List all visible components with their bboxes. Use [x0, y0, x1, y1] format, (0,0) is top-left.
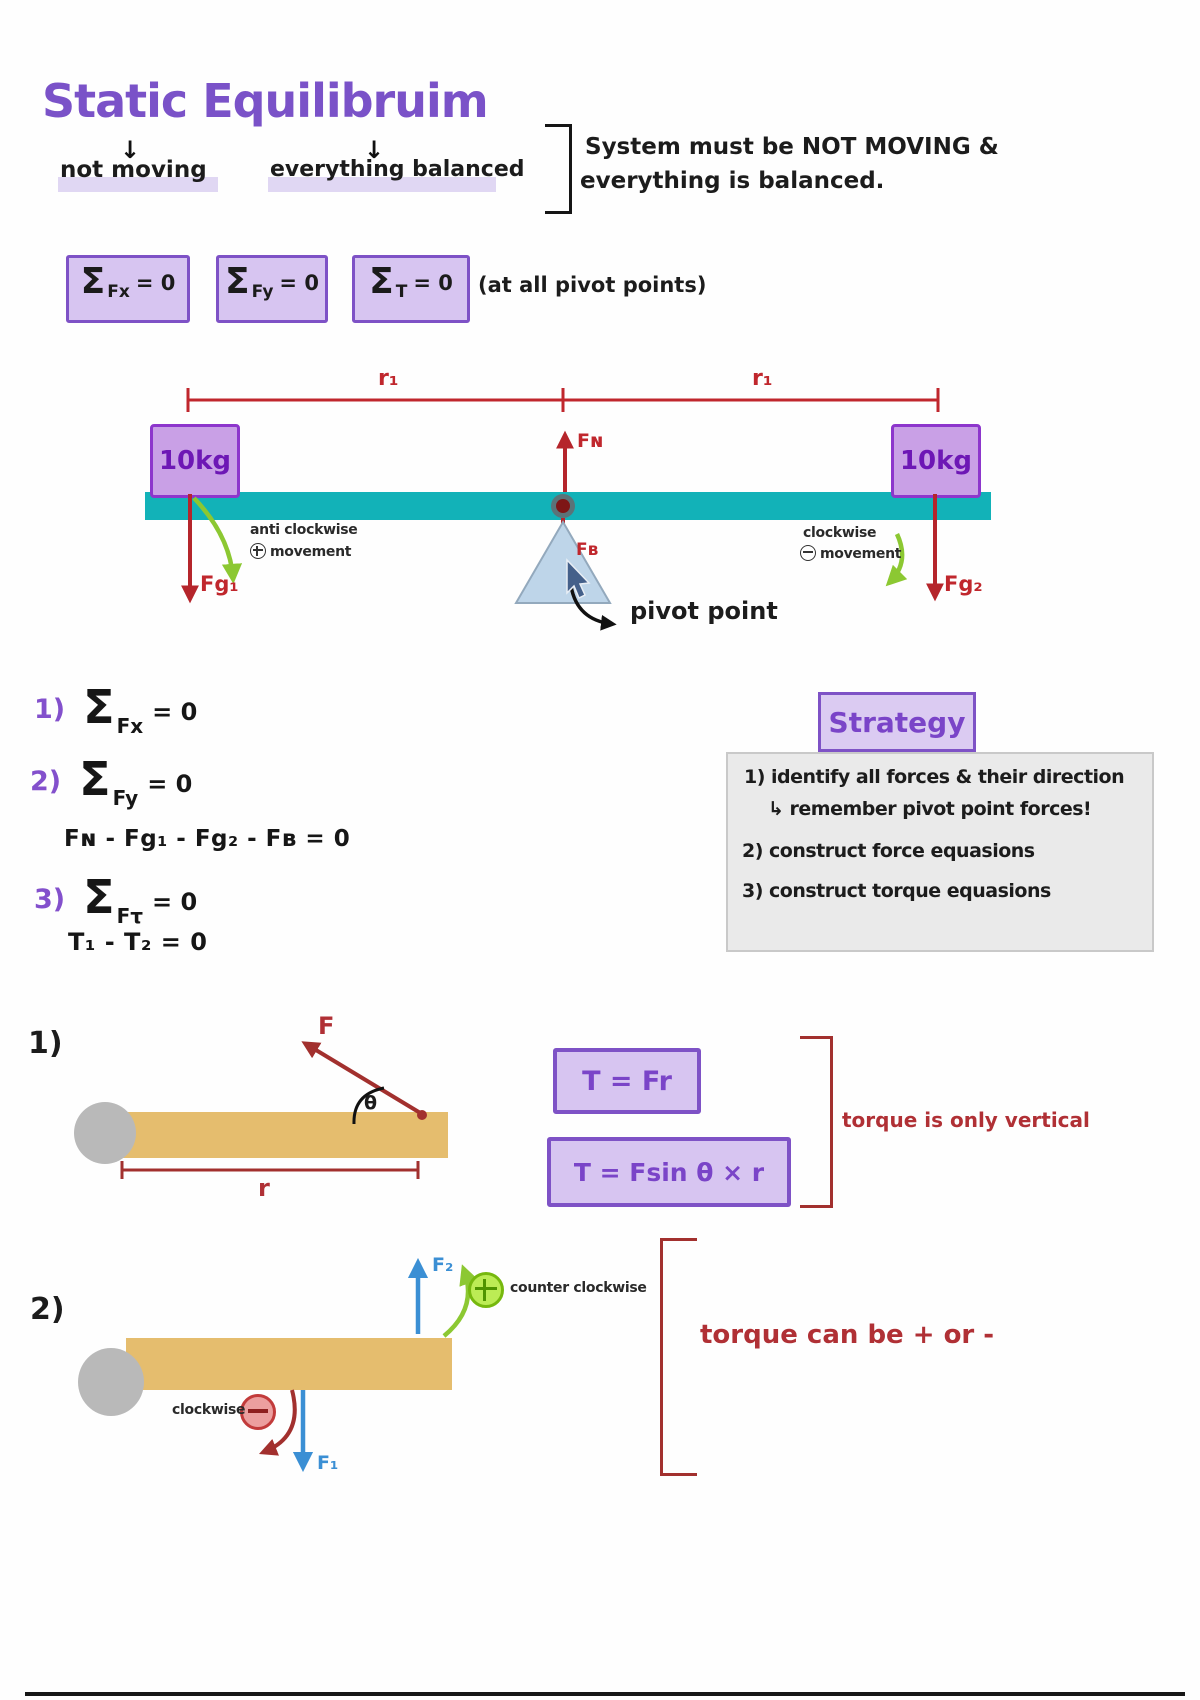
equation-1: 1) Σ Fx = 0 [34, 684, 197, 738]
sigma-subscript: Fτ [116, 904, 144, 928]
equation-number: 1) [34, 694, 66, 725]
strategy-step-3: 3) construct torque equasions [742, 880, 1051, 902]
clockwise-movement: movement [800, 543, 901, 562]
sigma-symbol: Σ [79, 752, 111, 806]
equals-zero: = 0 [152, 888, 198, 916]
counter-clockwise-label: counter clockwise [510, 1280, 647, 1296]
equals-zero: = 0 [135, 271, 176, 295]
equals-zero: = 0 [413, 271, 453, 295]
sigma-symbol: Σ [225, 261, 250, 302]
anti-clockwise-label: anti clockwise [250, 522, 358, 538]
sigma-subscript: Fy [112, 786, 139, 810]
equation-3-expansion: T₁ - T₂ = 0 [68, 928, 208, 956]
annotation-not-moving: not moving [60, 157, 207, 183]
sigma-symbol: Σ [80, 261, 106, 302]
strategy-step-1: 1) identify all forces & their direction [744, 766, 1125, 788]
force-f2-label: F₂ [432, 1254, 454, 1276]
equation-2-expansion: Fɴ - Fg₁ - Fg₂ - Fʙ = 0 [64, 826, 351, 852]
side-note-line2: everything is balanced. [580, 168, 885, 194]
gravity-force-2-label: Fg₂ [944, 572, 983, 596]
sigma-subscript: Fx [116, 714, 144, 738]
mass-block-right: 10kg [891, 424, 981, 498]
mass-block-left: 10kg [150, 424, 240, 498]
arrow-down-icon: ↓ [364, 136, 385, 164]
force-f-label: F [318, 1012, 335, 1040]
arrow-down-icon: ↓ [120, 136, 141, 164]
clockwise-label: clockwise [172, 1402, 246, 1418]
torque-vertical-note: torque is only vertical [842, 1108, 1090, 1132]
page-title: Static Equilibruim [42, 74, 489, 128]
pivot-ball [78, 1348, 144, 1416]
sigma-subscript: Fx [107, 282, 130, 302]
equation-number: 3) [34, 884, 66, 915]
theta-label: θ [364, 1092, 378, 1114]
equals-zero: = 0 [147, 770, 193, 798]
torque-sign-note: torque can be + or - [700, 1320, 995, 1350]
side-bracket [545, 124, 572, 214]
highlight-bar [58, 177, 218, 192]
anti-clockwise-movement: movement [250, 541, 351, 560]
annotation-everything-balanced: everything balanced [270, 157, 525, 182]
pivot-triangle [514, 520, 612, 604]
torque-sin-formula-box: T = Fsin θ × r [547, 1137, 791, 1207]
force-f1-label: F₁ [317, 1452, 339, 1474]
pivot-points-note: (at all pivot points) [478, 273, 707, 297]
r1-left-label: r₁ [378, 366, 399, 391]
beam-force-label: Fʙ [576, 540, 599, 560]
strategy-panel [726, 752, 1154, 952]
gravity-force-1-label: Fg₁ [200, 572, 239, 596]
minus-circle-icon [240, 1394, 276, 1430]
r1-right-label: r₁ [752, 366, 773, 391]
equals-zero: = 0 [152, 698, 198, 726]
seesaw-beam [145, 492, 991, 520]
r-dimension-label: r [258, 1174, 270, 1202]
torque-formula-box: T = Fr [553, 1048, 701, 1114]
equals-zero: = 0 [279, 271, 319, 295]
sigma-symbol: Σ [83, 870, 115, 924]
lever-beam-2 [126, 1338, 452, 1390]
minus-circle-icon [800, 545, 816, 561]
sigma-subscript: Fy [251, 282, 274, 302]
item-1-label: 1) [28, 1026, 63, 1061]
strategy-step-2: 2) construct force equasions [742, 840, 1035, 862]
vertical-note-bracket [800, 1036, 833, 1208]
sigma-subscript: T [395, 282, 408, 302]
clockwise-label: clockwise [803, 525, 877, 541]
plus-circle-icon [250, 543, 266, 559]
sigma-symbol: Σ [369, 261, 394, 302]
strategy-step-1b: ↳ remember pivot point forces! [768, 798, 1092, 820]
pivot-point-label: pivot point [630, 597, 778, 625]
equation-number: 2) [30, 766, 62, 797]
movement-label: movement [270, 544, 352, 560]
sign-note-bracket [660, 1238, 697, 1476]
plus-circle-icon [468, 1272, 504, 1308]
lever-beam-1 [116, 1112, 448, 1158]
highlight-bar [268, 177, 496, 192]
strategy-title-box: Strategy [818, 692, 976, 752]
pivot-ball [74, 1102, 136, 1164]
pivot-pointer-arrow [569, 585, 617, 631]
side-note-line1: System must be NOT MOVING & [585, 134, 999, 160]
mouse-cursor [566, 558, 591, 600]
normal-force-label: Fɴ [577, 430, 604, 452]
movement-label: movement [820, 546, 902, 562]
equation-2: 2) Σ Fy = 0 [30, 756, 192, 810]
counter-clockwise-arc [442, 1264, 479, 1338]
sigma-symbol: Σ [83, 680, 115, 734]
equation-3: 3) Σ Fτ = 0 [34, 874, 197, 928]
item-2-label: 2) [30, 1292, 65, 1327]
page-bottom-rule [25, 1692, 1185, 1696]
